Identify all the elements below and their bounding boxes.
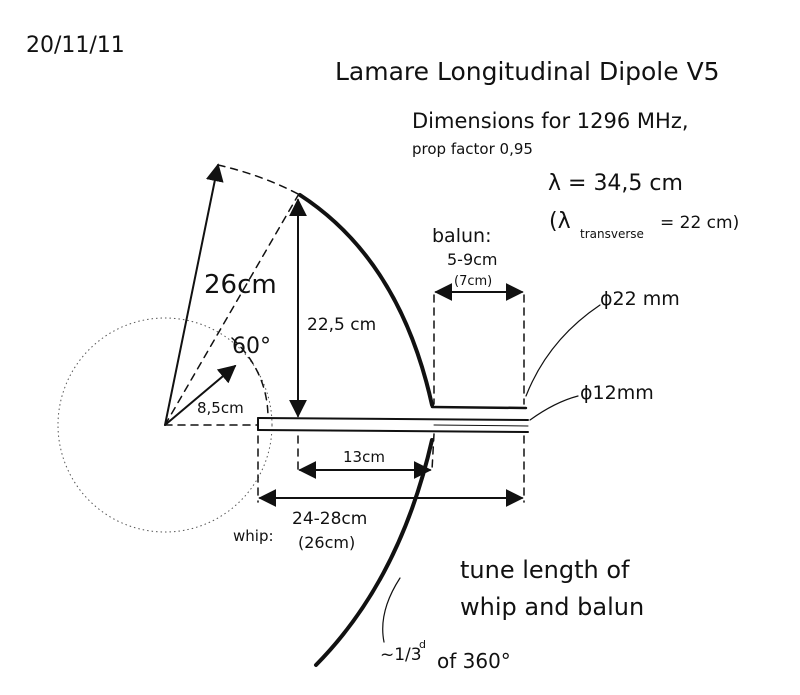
balun-title: balun: [432,225,491,247]
reference-circle [57,317,273,533]
arc-annotation: ~1/3 d of 360° [380,638,511,673]
angle-arc [231,337,269,419]
lambda-transverse-sub: transverse [580,227,644,241]
note-line-1: tune length of [460,556,630,584]
lambda-transverse-prefix: (λ [549,209,571,234]
leader-arc [382,577,401,643]
note-line-2: whip and balun [460,593,644,621]
whip-prefix: whip: [233,527,274,545]
date-label: 20/11/11 [26,33,125,58]
lambda-line: λ = 34,5 cm [548,171,683,196]
lambda-transverse-value: = 22 cm) [660,213,739,233]
dimensions-line: Dimensions for 1296 MHz, [412,109,689,133]
prop-factor-line: prop factor 0,95 [412,140,533,158]
arc-prefix: ~1/3 [380,645,422,665]
inner-conductor [433,424,529,427]
horizontal-label: 13cm [343,448,385,466]
whip-curve [314,438,434,667]
angle-ray-dashed [164,191,301,426]
radius-arrow [164,163,224,426]
main-tube-bottom [257,429,529,433]
arc-sup: d [419,638,426,651]
balun-nominal: (7cm) [454,274,492,289]
curved-radiator [298,193,434,407]
arc-suffix: of 360° [437,649,511,673]
page-title: Lamare Longitudinal Dipole V5 [335,57,720,86]
leader-12mm [529,395,579,421]
main-tube-top [257,417,529,421]
outer-arc-dashed [217,164,301,196]
angle-label: 60° [232,334,271,359]
whip-range: 24-28cm [292,509,367,529]
diameter-22-label: ϕ22 mm [600,288,680,310]
diameter-12-label: ϕ12mm [580,382,654,404]
balun-bottom [430,405,528,410]
inner-radius-label: 8,5cm [197,399,244,417]
radius-label: 26cm [204,270,277,300]
balun-range: 5-9cm [447,250,498,269]
lambda-transverse-line: (λ transverse = 22 cm) [549,209,739,241]
inner-radius-arrow [164,364,237,426]
leader-22mm [525,304,601,397]
height-label: 22,5 cm [307,315,376,335]
whip-nominal: (26cm) [298,533,355,552]
